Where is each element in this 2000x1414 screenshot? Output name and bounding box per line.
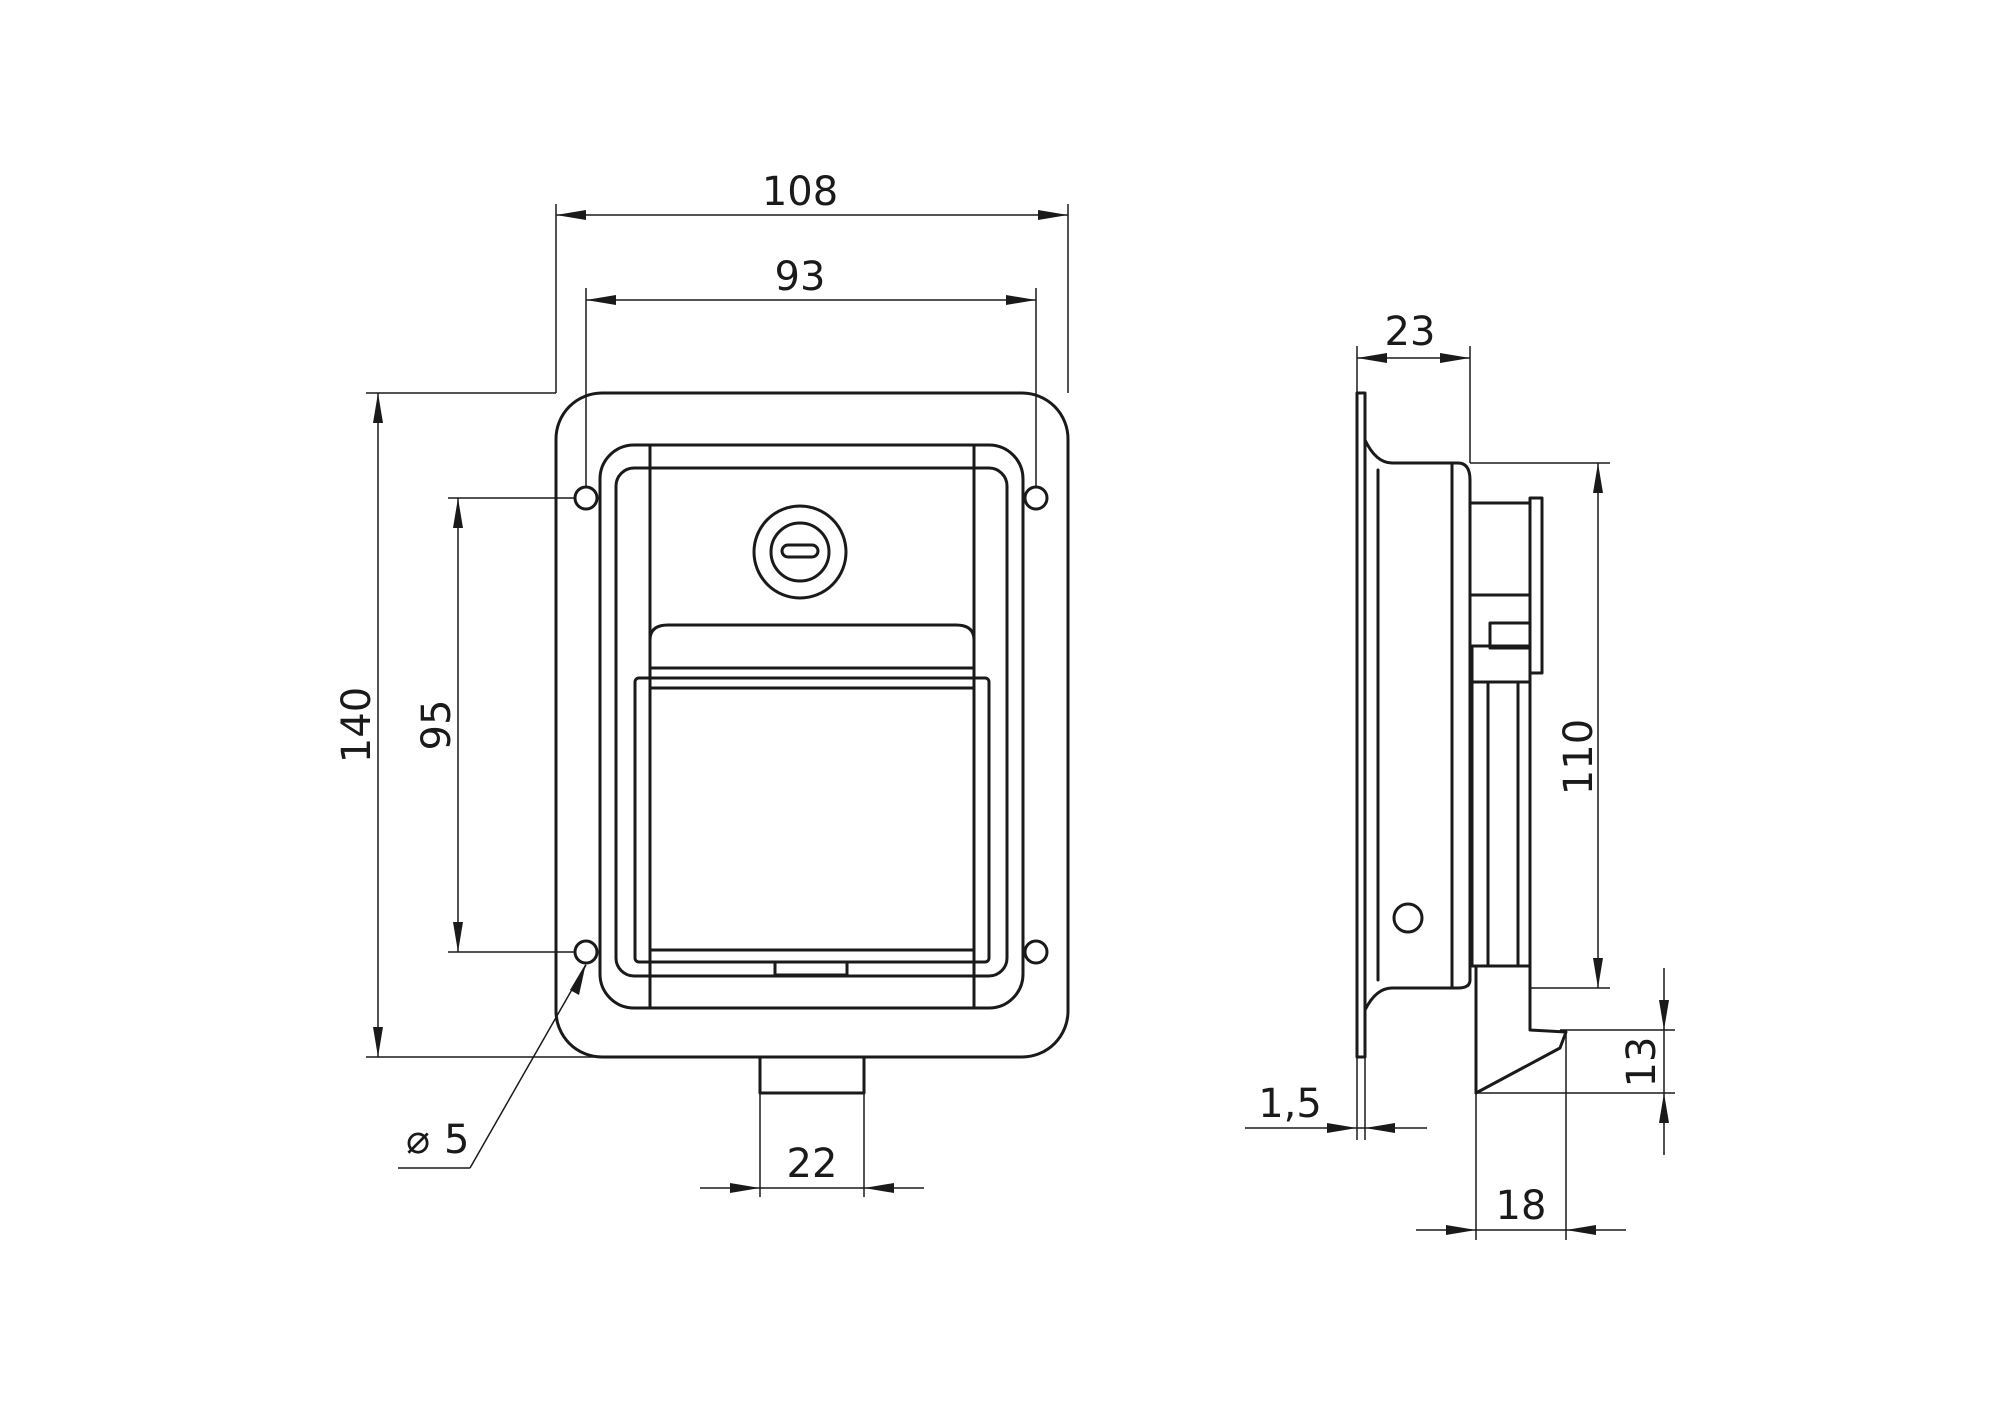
dim-latch-projection: 18 xyxy=(1496,1183,1547,1229)
dim-hole-diameter: 5 xyxy=(444,1117,469,1163)
paddle-handle xyxy=(633,623,991,977)
dim-hole-spacing-height: 95 xyxy=(414,700,460,751)
side-latch-hook xyxy=(1474,964,1568,1095)
side-pan-body xyxy=(1363,438,1472,1012)
mounting-hole-bottom-right xyxy=(1023,939,1049,965)
paddle-tab xyxy=(773,960,849,977)
latch-tongue xyxy=(758,1055,866,1095)
dim-latch-width: 22 xyxy=(787,1141,838,1187)
dim-leader-hole-diameter xyxy=(469,964,587,1169)
dim-hole-spacing-width: 93 xyxy=(775,254,826,300)
mounting-hole-bottom-left xyxy=(573,939,599,965)
dim-depth: 23 xyxy=(1385,309,1436,355)
dim-overall-height: 140 xyxy=(334,687,380,763)
side-view xyxy=(1355,391,1568,1095)
side-dimensions: 23 110 1,5 13 18 xyxy=(1245,309,1675,1240)
dim-hole-diameter-symbol: ⌀ xyxy=(406,1117,430,1163)
mounting-hole-top-right xyxy=(1023,485,1049,511)
dim-body-height: 110 xyxy=(1556,719,1602,795)
front-dimensions: 108 93 140 95 ⌀ 5 22 xyxy=(334,169,1069,1197)
outer-flange xyxy=(554,391,1070,1059)
mounting-hole-top-left xyxy=(573,485,599,511)
side-latch-block xyxy=(1470,644,1532,684)
dim-latch-drop: 13 xyxy=(1619,1037,1665,1088)
dim-flange-thickness: 1,5 xyxy=(1258,1081,1322,1127)
front-view xyxy=(554,391,1070,1095)
lock-cylinder-icon xyxy=(752,504,848,600)
side-pivot-circle xyxy=(1392,902,1424,934)
dim-overall-width: 108 xyxy=(762,169,838,215)
recessed-pan-outer xyxy=(598,443,1025,1010)
side-lock-body xyxy=(1468,501,1532,597)
side-flange-plate xyxy=(1355,391,1367,1059)
